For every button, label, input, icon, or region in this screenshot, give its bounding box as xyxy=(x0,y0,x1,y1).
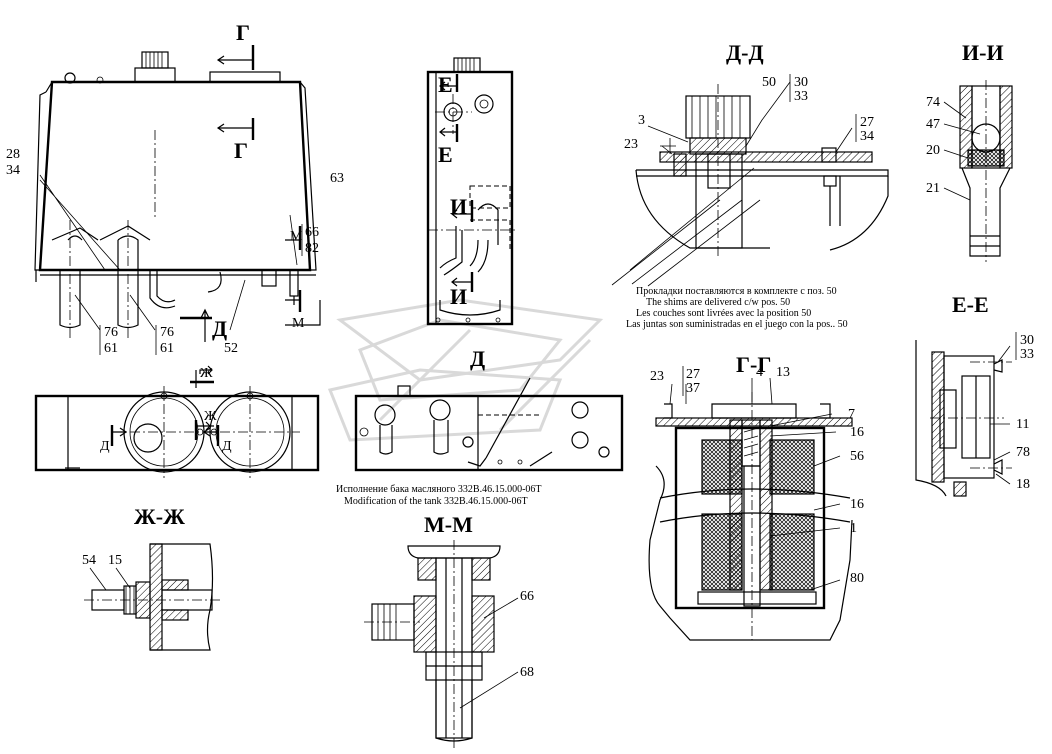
tank-front-view xyxy=(34,51,317,340)
note-shims-fr: Les couches sont livrées avec la positio… xyxy=(636,308,811,319)
section-ii-drawing xyxy=(943,80,1013,262)
label-33-dd: 33 xyxy=(794,89,808,104)
tank-side-view xyxy=(426,57,518,326)
label-27-gg: 27 xyxy=(686,367,700,382)
label-52: 52 xyxy=(224,341,238,356)
label-74: 74 xyxy=(926,95,940,110)
note-modification-ru: Исполнение бака масляного 332В.46.15.000… xyxy=(336,484,542,495)
section-mark-g-top: Г xyxy=(236,20,250,45)
label-15: 15 xyxy=(108,553,122,568)
label-7: 7 xyxy=(848,407,855,422)
label-66-mm: 66 xyxy=(520,589,534,604)
section-mark-zh-plan-2: Ж xyxy=(204,409,217,424)
label-30-dd: 30 xyxy=(794,75,808,90)
label-66: 66 xyxy=(305,225,319,240)
label-56: 56 xyxy=(850,449,864,464)
section-mm-drawing xyxy=(364,540,519,748)
section-title-ee: Е-Е xyxy=(952,292,989,317)
label-82: 82 xyxy=(305,241,319,256)
section-marks-side xyxy=(439,74,474,292)
label-1: 1 xyxy=(850,521,857,536)
label-68: 68 xyxy=(520,665,534,680)
label-76-left: 76 xyxy=(104,325,118,340)
section-mark-i-bottom: И xyxy=(450,284,467,309)
label-30-ee: 30 xyxy=(1020,333,1034,348)
label-16-mid: 16 xyxy=(850,497,864,512)
label-76-right: 76 xyxy=(160,325,174,340)
label-80: 80 xyxy=(850,571,864,586)
tank-modification-view xyxy=(354,377,624,472)
tank-plan-view xyxy=(34,386,320,478)
label-4: 4 xyxy=(756,365,763,380)
label-27-dd: 27 xyxy=(860,115,874,130)
section-mark-zh-plan: Ж xyxy=(200,366,213,381)
label-37: 37 xyxy=(686,381,700,396)
section-marks-front xyxy=(180,45,321,342)
label-3: 3 xyxy=(638,113,645,128)
label-21: 21 xyxy=(926,181,940,196)
label-16-top: 16 xyxy=(850,425,864,440)
note-shims-ru: Прокладки поставляются в комплекте с поз… xyxy=(636,286,837,297)
label-34: 34 xyxy=(6,163,20,178)
section-mark-m-top: М xyxy=(290,229,303,244)
section-ee-drawing xyxy=(915,332,1017,497)
label-63: 63 xyxy=(330,171,344,186)
label-23-dd: 23 xyxy=(624,137,638,152)
label-28: 28 xyxy=(6,147,20,162)
section-mark-e-bottom: Е xyxy=(438,142,453,167)
section-title-dd: Д-Д xyxy=(726,40,764,65)
section-mark-d-plan-left: Д xyxy=(100,439,110,454)
section-zhzh-drawing xyxy=(84,543,220,651)
label-13: 13 xyxy=(776,365,790,380)
section-gg-drawing xyxy=(648,377,853,641)
section-mark-g-bottom: Г xyxy=(234,138,248,163)
label-23-gg: 23 xyxy=(650,369,664,384)
label-33-ee: 33 xyxy=(1020,347,1034,362)
note-shims-es: Las juntas son suministradas en el juego… xyxy=(626,319,848,330)
view-mark-d: Д xyxy=(212,316,227,341)
section-mark-i-top: И xyxy=(450,194,467,219)
label-11: 11 xyxy=(1016,417,1029,432)
label-61-right: 61 xyxy=(160,341,174,356)
section-dd-drawing xyxy=(611,74,889,287)
note-shims-en: The shims are delivered c/w pos. 50 xyxy=(646,297,790,308)
section-title-zhzh: Ж-Ж xyxy=(134,504,185,529)
section-title-ii: И-И xyxy=(962,40,1004,65)
section-marks-plan xyxy=(110,365,220,446)
section-mark-m-bottom: М xyxy=(292,316,305,331)
label-61-left: 61 xyxy=(104,341,118,356)
label-18: 18 xyxy=(1016,477,1030,492)
section-title-mm: М-М xyxy=(424,512,473,537)
label-50: 50 xyxy=(762,75,776,90)
label-47: 47 xyxy=(926,117,940,132)
section-mark-e-top: Е xyxy=(438,72,453,97)
section-title-gg: Г-Г xyxy=(736,352,771,377)
label-34-dd: 34 xyxy=(860,129,874,144)
label-78: 78 xyxy=(1016,445,1030,460)
label-dividers xyxy=(99,224,303,355)
label-54: 54 xyxy=(82,553,96,568)
section-mark-d-plan-right: Д xyxy=(222,439,232,454)
watermark xyxy=(327,298,604,442)
view-mark-d-mod: Д xyxy=(470,346,485,371)
note-modification-en: Modification of the tank 332В.46.15.000-… xyxy=(344,496,528,507)
label-20: 20 xyxy=(926,143,940,158)
